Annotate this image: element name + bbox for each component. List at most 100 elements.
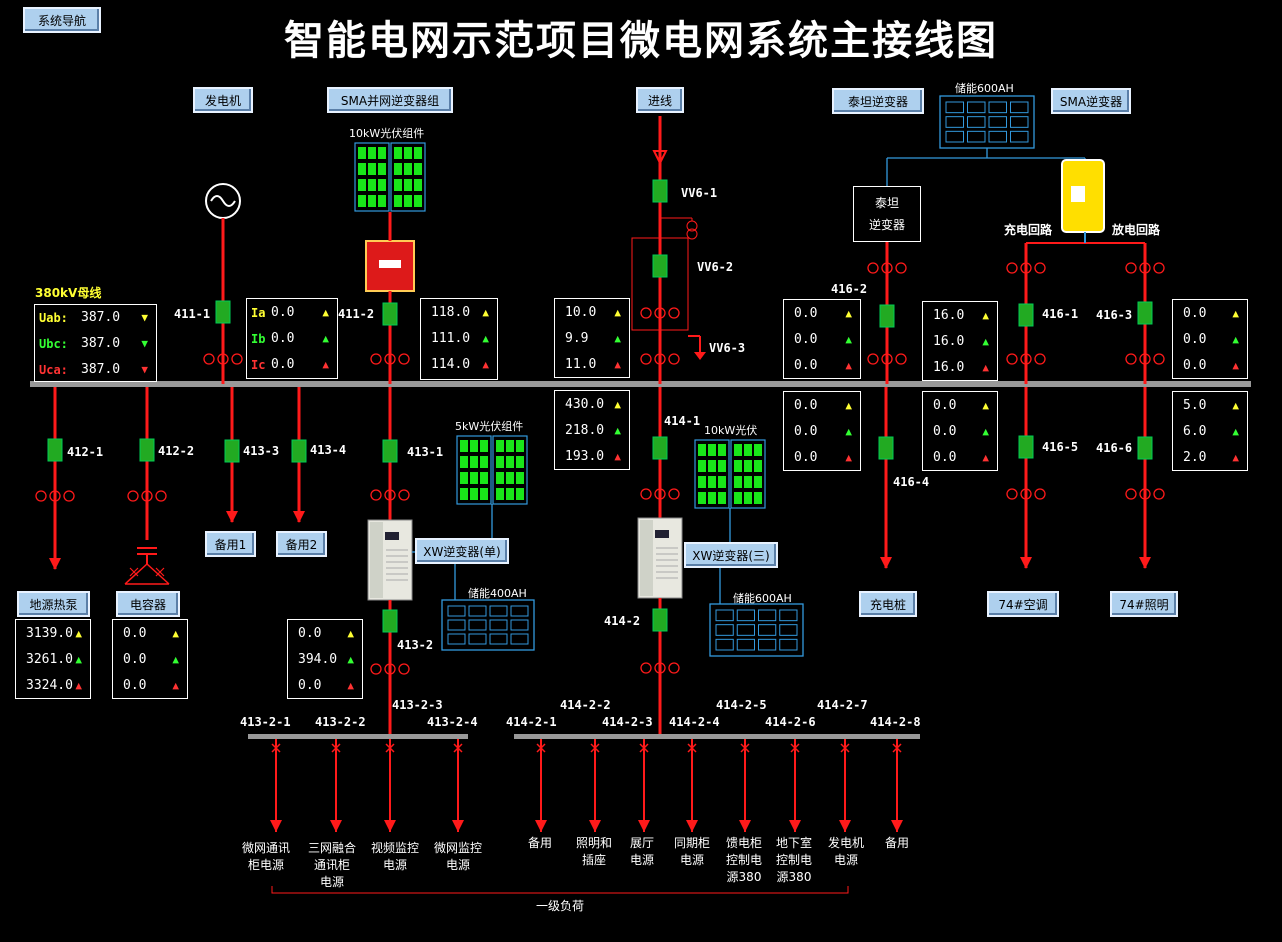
page-title: 智能电网示范项目微电网系统主接线图 <box>284 17 998 64</box>
ground-source-heat-pump-button[interactable]: 地源热泵 <box>17 591 90 617</box>
xw-inverter-single-cabinet-side <box>370 522 383 598</box>
breaker-413-1[interactable] <box>382 439 398 463</box>
breaker-411-2[interactable] <box>382 302 398 326</box>
ac-74-button[interactable]: 74#空调 <box>987 591 1059 617</box>
generator-button[interactable]: 发电机 <box>193 87 253 113</box>
capacitor-icon <box>129 567 165 577</box>
battery-cell <box>468 605 487 617</box>
phase-arrow-icon: ▲ <box>614 450 621 463</box>
vv6-pt-box <box>631 237 689 331</box>
pv-cell <box>734 476 742 488</box>
breaker-416-1[interactable] <box>1018 303 1034 327</box>
switch-411-1-label: 411-1 <box>174 307 211 321</box>
battery-cell <box>945 130 964 143</box>
switch-413-1-label: 413-1 <box>407 445 444 459</box>
taitan-inverter-button[interactable]: 泰坦逆变器 <box>832 88 924 114</box>
xw-inverter-single-cabinet-display <box>385 532 399 540</box>
meter-value: 218.0 <box>565 423 605 438</box>
meter-m-in-v: 430.0▲218.0▲193.0▲ <box>554 390 630 470</box>
breaker-414-2[interactable] <box>652 608 668 632</box>
breaker-416-3[interactable] <box>1137 301 1153 325</box>
branch-414-2-1-label: 414-2-1 <box>506 715 557 729</box>
pv-10kw-label: 10kW光伏组件 <box>349 127 425 140</box>
meter-value: 394.0 <box>298 652 338 667</box>
meter-value: 16.0 <box>933 334 965 349</box>
meter-value: 0.0 <box>794 332 818 347</box>
sma-grid-inverter-group-button[interactable]: SMA并网逆变器组 <box>327 87 453 113</box>
status-ring <box>881 262 893 274</box>
meter-m416-3a: 0.0▲0.0▲0.0▲ <box>1172 299 1248 379</box>
breaker-413-2[interactable] <box>382 609 398 633</box>
breaker-413-4[interactable] <box>291 439 307 463</box>
pv-cell <box>394 163 402 175</box>
switch-412-1-label: 412-1 <box>67 445 104 459</box>
spare1-button[interactable]: 备用1 <box>205 531 256 557</box>
system-nav-button[interactable]: 系统导航 <box>23 7 101 33</box>
sma-grid-inverter-display <box>379 260 401 268</box>
phase-arrow-icon: ▲ <box>1232 425 1239 438</box>
disconnect-icon <box>840 743 850 753</box>
main-bus-380 <box>30 381 1251 387</box>
meter-m-cap: 0.0▲0.0▲0.0▲ <box>112 619 188 699</box>
breaker-vv6-1[interactable] <box>652 179 668 203</box>
incoming-line-button[interactable]: 进线 <box>636 87 684 113</box>
uca-value: 387.0 <box>81 362 121 377</box>
xw-inverter-three-cabinet-side <box>640 520 653 596</box>
capacitor-button[interactable]: 电容器 <box>116 591 180 617</box>
meter-m416-1b: 0.0▲0.0▲0.0▲ <box>922 391 998 471</box>
lighting-74-button[interactable]: 74#照明 <box>1110 591 1178 617</box>
arrow-down-icon <box>839 820 851 832</box>
load-text: 备用 <box>527 836 552 850</box>
battery-cell <box>758 638 777 651</box>
pv-cell <box>414 179 422 191</box>
xw-inverter-single-button[interactable]: XW逆变器(单) <box>415 538 509 564</box>
branch-414-2-5-label: 414-2-5 <box>716 698 767 712</box>
breaker-411-1[interactable] <box>215 300 231 324</box>
pv-cell <box>698 492 706 504</box>
pv-cell <box>516 488 524 500</box>
battery-cell <box>489 633 508 645</box>
pv-cell <box>404 195 412 207</box>
breaker-413-3[interactable] <box>224 439 240 463</box>
breaker-414-1[interactable] <box>652 436 668 460</box>
status-ring <box>1006 353 1018 365</box>
breaker-412-1[interactable] <box>47 438 63 462</box>
spare2-button[interactable]: 备用2 <box>276 531 327 557</box>
xw-inverter-three-button[interactable]: XW逆变器(三) <box>684 542 778 568</box>
storage-400-label: 储能400AH <box>468 587 527 600</box>
disconnect-icon <box>271 743 281 753</box>
meter-value: 0.0 <box>794 424 818 439</box>
disconnect-icon <box>385 743 395 753</box>
taitan-inverter-box[interactable]: 泰坦 逆变器 <box>853 186 921 242</box>
breaker-412-2[interactable] <box>139 438 155 462</box>
load-text: 馈电柜 <box>725 836 762 850</box>
status-ring <box>640 488 652 500</box>
breaker-vv6-2[interactable] <box>652 254 668 278</box>
pv-cell <box>358 147 366 159</box>
load-414-2-2: 照明和插座 <box>572 835 616 869</box>
pv-cell <box>506 488 514 500</box>
breaker-416-6[interactable] <box>1137 436 1153 460</box>
status-ring <box>881 353 893 365</box>
ib-arrow-icon: ▲ <box>322 332 329 345</box>
breaker-416-2[interactable] <box>879 304 895 328</box>
arrow-down-icon <box>330 820 342 832</box>
sma-inverter-button[interactable]: SMA逆变器 <box>1051 88 1131 114</box>
phase-arrow-icon: ▲ <box>482 332 489 345</box>
pv-cell <box>734 492 742 504</box>
phase-arrow-icon: ▲ <box>845 333 852 346</box>
pv-cell <box>708 492 716 504</box>
battery-cell <box>967 130 986 143</box>
battery-cell <box>988 101 1007 114</box>
breaker-416-4[interactable] <box>878 436 894 460</box>
status-ring <box>668 488 680 500</box>
status-ring <box>1034 488 1046 500</box>
breaker-416-5[interactable] <box>1018 435 1034 459</box>
switch-413-4-label: 413-4 <box>310 443 347 457</box>
battery-cell <box>715 638 734 651</box>
pv-cell <box>368 179 376 191</box>
pv-cell <box>378 147 386 159</box>
load-text: 电源 <box>629 853 654 867</box>
charging-pile-button[interactable]: 充电桩 <box>859 591 917 617</box>
branch-413-2-1-label: 413-2-1 <box>240 715 291 729</box>
